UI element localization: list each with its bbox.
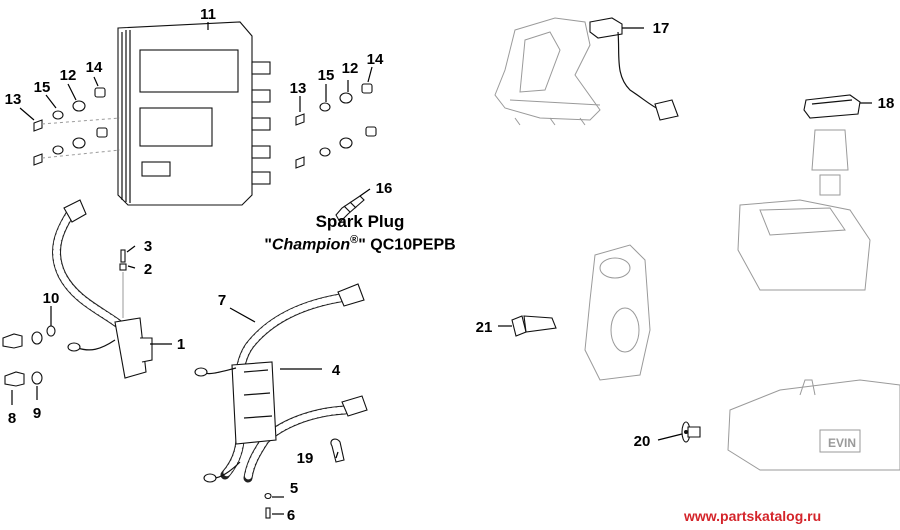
coil-mount-bolts[interactable] (2, 325, 56, 387)
ring-terminal[interactable] (330, 438, 345, 463)
spark-plug-spec: "Champion®" QC10PEPB (235, 234, 485, 254)
callout-15-right: 15 (318, 67, 335, 84)
callout-7: 7 (218, 292, 226, 309)
callout-labels: 11 13 15 12 14 13 15 12 14 3 2 10 1 8 9 … (5, 6, 895, 524)
engine-logo-text: EVIN (828, 436, 856, 450)
temperature-sensor-21[interactable] (511, 315, 557, 337)
ecu-mount-hardware-left[interactable] (33, 87, 121, 166)
callout-12-left: 12 (60, 67, 77, 84)
svg-text:EVIN: EVIN (828, 436, 856, 450)
callout-9: 9 (33, 405, 41, 422)
throttle-body-ghost (737, 129, 871, 291)
exhaust-housing-ghost (584, 244, 651, 381)
spark-plug[interactable] (335, 195, 365, 223)
callout-15-left: 15 (34, 79, 51, 96)
ecu-module[interactable] (117, 21, 271, 206)
leader-lines (11, 22, 872, 515)
engine-cover-ghost (727, 379, 900, 471)
ignition-coil-left[interactable] (52, 199, 153, 379)
electronic-module-19[interactable] (803, 94, 861, 119)
spark-quote-open: " (264, 236, 272, 254)
callout-11: 11 (200, 6, 216, 23)
engine-block-top-ghost (494, 17, 601, 126)
spark-plug-title: Spark Plug (315, 212, 405, 231)
harness-small-fasteners[interactable] (264, 492, 272, 519)
callout-14-right: 14 (367, 51, 384, 68)
ecu-mount-hardware-right[interactable] (295, 83, 377, 169)
callout-13-left: 13 (5, 91, 22, 108)
callout-18: 17 (653, 20, 670, 37)
spark-quote-close: " (358, 236, 366, 254)
drain-fitting-20[interactable] (681, 421, 701, 443)
spark-model: QC10PEPB (370, 236, 456, 254)
spark-plug-note: Spark Plug "Champion®" QC10PEPB (235, 212, 485, 254)
ignition-harness-center[interactable] (194, 283, 368, 483)
coil-screw-bits[interactable] (119, 249, 127, 318)
callout-5: 5 (290, 480, 298, 497)
callout-12-right: 12 (342, 60, 359, 77)
callout-20: 20 (634, 433, 651, 450)
spark-brand: Champion (271, 236, 351, 254)
ecu-connector-tabs (251, 61, 271, 185)
callout-10: 10 (43, 290, 60, 307)
callout-6: 6 (287, 507, 295, 524)
callout-17: 19 (297, 450, 314, 467)
watermark: www.partskatalog.ru (684, 508, 822, 524)
registered-mark: ® (350, 234, 359, 246)
callout-19: 18 (878, 95, 895, 112)
callout-14-left: 14 (86, 59, 103, 76)
callout-21: 21 (476, 319, 493, 336)
callout-3: 3 (144, 238, 152, 255)
callout-2: 2 (144, 261, 152, 278)
callout-4: 4 (332, 362, 341, 379)
callout-1: 1 (177, 336, 185, 353)
engine-sensor-18[interactable] (589, 17, 679, 121)
callout-8: 8 (8, 410, 16, 427)
callout-16: 16 (376, 180, 393, 197)
callout-13-right: 13 (290, 80, 307, 97)
